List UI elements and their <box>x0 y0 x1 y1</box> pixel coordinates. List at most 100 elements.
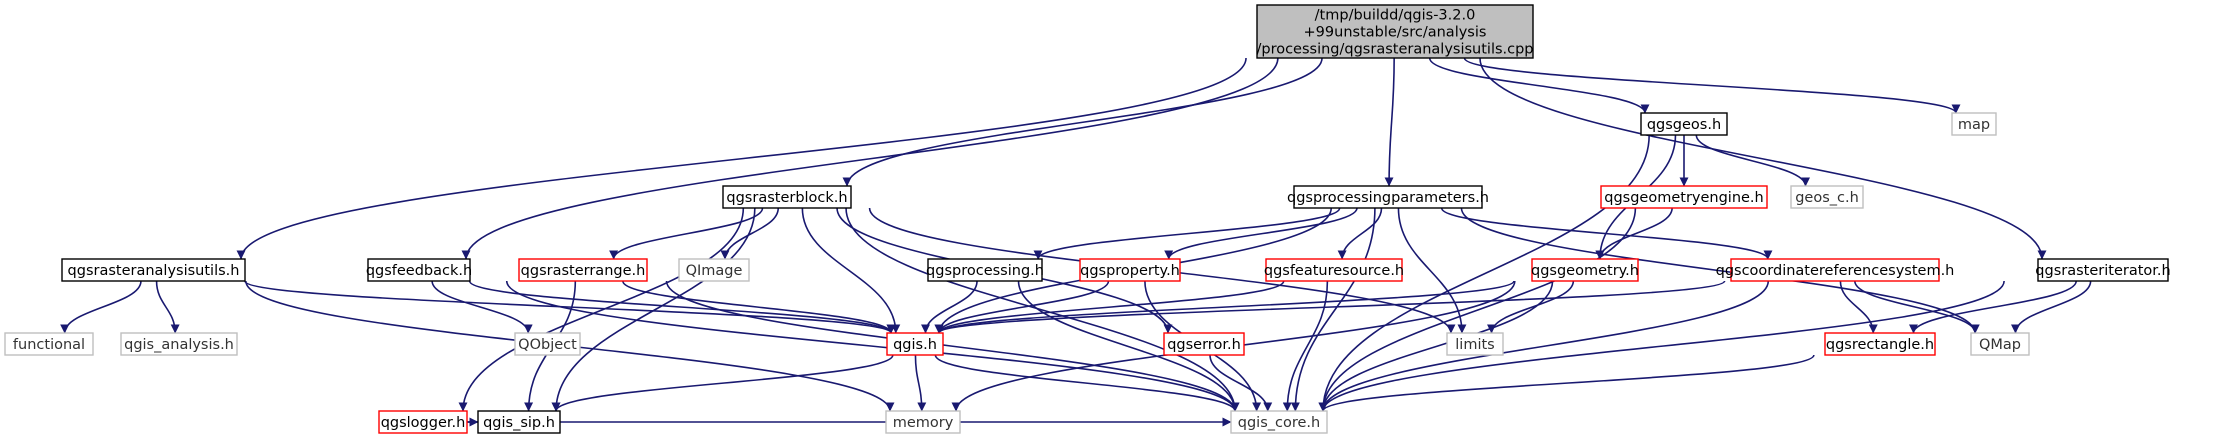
edge-qgsfeedback-h-to-qgis-core-h <box>505 280 1240 412</box>
node-box <box>1293 185 1483 209</box>
node-root[interactable]: /tmp/buildd/qgis-3.2.0+99unstable/src/an… <box>1256 4 1534 59</box>
edge-qgsrasterblock-h-to-qgis-sip-h <box>551 207 756 412</box>
node-box <box>378 410 468 434</box>
node-label: /processing/qgsrasteranalysisutils.cpp <box>1256 42 1533 58</box>
node-label: qgsprocessingparameters.h <box>1287 190 1489 206</box>
edge-root-to-qgsrasteranalysisutils-h <box>236 57 1247 260</box>
edge-qgsfeaturesource-h-to-qgis-core-h <box>1282 280 1329 412</box>
node-box <box>1256 4 1534 59</box>
node-box <box>1265 258 1403 282</box>
node-label: qgis_analysis.h <box>124 337 234 353</box>
node-qgsrasterblock-h[interactable]: qgsrasterblock.h <box>722 185 852 209</box>
node-label: memory <box>893 415 954 431</box>
node-box <box>367 258 471 282</box>
node-qgis-h[interactable]: qgis.h <box>886 332 944 356</box>
edge-qgscoordinatereferencesystem-h-to-qgsrectangle-h <box>1839 280 1878 334</box>
node-qgsgeometry-h[interactable]: qgsgeometry.h <box>1531 258 1639 282</box>
edge-qgsprocessingparameters-h-to-limits <box>1397 207 1467 334</box>
edge-qgsgeos-h-to-geos-c-h <box>1695 134 1811 187</box>
node-box <box>1951 112 1997 136</box>
node-label: qgsfeaturesource.h <box>1264 263 1404 279</box>
node-label: QImage <box>686 263 743 279</box>
edge-qgsrasteriterator-h-to-qmap <box>2010 280 2092 334</box>
node-qgscoordinatereferencesystem-h[interactable]: qgscoordinatereferencesystem.h <box>1716 258 1955 282</box>
node-label: qgserror.h <box>1167 337 1241 353</box>
edge-qgsrasteriterator-h-to-qgis-core-h <box>1318 280 2005 412</box>
node-box <box>678 258 750 282</box>
node-label: qgis_core.h <box>1238 415 1320 431</box>
node-box <box>477 410 561 434</box>
node-label: functional <box>13 337 85 353</box>
edge-qgscoordinatereferencesystem-h-to-qgis-h <box>934 280 1726 334</box>
node-label: qgscoordinatereferencesystem.h <box>1716 263 1955 279</box>
nodes-layer: /tmp/buildd/qgis-3.2.0+99unstable/src/an… <box>4 4 2171 434</box>
node-box <box>61 258 246 282</box>
node-label: QMap <box>1979 337 2021 353</box>
node-box <box>886 332 944 356</box>
edge-qgserror-h-to-qgis-core-h <box>1209 354 1273 412</box>
node-geos-c-h: geos_c.h <box>1790 185 1864 209</box>
edge-qgsrasterblock-h-to-qimage <box>720 207 780 260</box>
node-qgsgeometryengine-h[interactable]: qgsgeometryengine.h <box>1600 185 1768 209</box>
node-label: qgsgeometry.h <box>1531 263 1639 279</box>
edge-qgsfeedback-h-to-qobject <box>431 280 533 334</box>
edge-qgsprocessing-h-to-qgis-core-h <box>1017 280 1240 412</box>
node-qgsrectangle-h[interactable]: qgsrectangle.h <box>1824 332 1936 356</box>
node-box <box>927 258 1043 282</box>
node-qgsprocessingparameters-h[interactable]: qgsprocessingparameters.h <box>1287 185 1489 209</box>
node-label: qgsrasteranalysisutils.h <box>68 263 240 279</box>
node-qgis-sip-h[interactable]: qgis_sip.h <box>477 410 561 434</box>
node-box <box>1790 185 1864 209</box>
edge-qgis-h-to-qgis-core-h <box>934 354 1240 412</box>
node-qmap: QMap <box>1970 332 2030 356</box>
edge-qgsrasteranalysisutils-h-to-functional <box>60 280 142 334</box>
edge-qgsgeometry-h-to-qgis-h <box>934 280 1515 334</box>
node-qgslogger-h[interactable]: qgslogger.h <box>378 410 468 434</box>
node-box <box>1531 258 1639 282</box>
node-qgserror-h[interactable]: qgserror.h <box>1163 332 1245 356</box>
node-qgsprocessing-h[interactable]: qgsprocessing.h <box>926 258 1044 282</box>
node-box <box>1079 258 1181 282</box>
edge-qgsprocessingparameters-h-to-qmap <box>1460 207 1980 334</box>
node-label: qgsrasterrange.h <box>521 263 646 279</box>
node-functional: functional <box>4 332 94 356</box>
edge-qgsgeometryengine-h-to-qgis-core-h <box>1318 207 1637 412</box>
edge-root-to-qgsrasterblock-h <box>842 57 1323 187</box>
edge-qgsrasterrange-h-to-qgis-core-h <box>665 280 1240 412</box>
edge-qgsrasteranalysisutils-h-to-qgis-h <box>244 280 896 334</box>
edge-qgscoordinatereferencesystem-h-to-qgis-core-h <box>1318 280 1770 412</box>
edge-qgsrasterrange-h-to-qgis-h <box>622 280 896 334</box>
node-qgis-analysis-h: qgis_analysis.h <box>120 332 238 356</box>
edge-root-to-map <box>1463 57 1961 114</box>
node-qgsgeos-h[interactable]: qgsgeos.h <box>1640 112 1728 136</box>
edge-qgsproperty-h-to-qgis-h <box>934 280 1110 334</box>
node-label: limits <box>1455 337 1494 353</box>
node-label: qgsfeedback.h <box>366 263 472 279</box>
node-box <box>1970 332 2030 356</box>
node-qgsrasterrange-h[interactable]: qgsrasterrange.h <box>518 258 648 282</box>
node-qgsfeedback-h[interactable]: qgsfeedback.h <box>366 258 472 282</box>
edge-qgsprocessingparameters-h-to-qgsprocessing-h <box>1033 207 1341 260</box>
node-label: qgsprocessing.h <box>926 263 1044 279</box>
node-box <box>4 332 94 356</box>
edge-root-to-qgsfeedback-h <box>461 57 1279 260</box>
edges-layer <box>60 57 2092 427</box>
edge-qgis-h-to-memory <box>914 354 927 412</box>
edge-qgsrasterblock-h-to-qgslogger-h <box>458 207 745 412</box>
node-qimage: QImage <box>678 258 750 282</box>
node-qgsproperty-h[interactable]: qgsproperty.h <box>1079 258 1181 282</box>
edge-qgsfeedback-h-to-qgis-h <box>468 280 896 334</box>
edge-qgsfeaturesource-h-to-qgis-h <box>934 280 1285 334</box>
edge-qgsprocessingparameters-h-to-qgscoordinatereferencesystem-h <box>1440 207 1773 260</box>
node-label: +99unstable/src/analysis <box>1304 25 1487 41</box>
node-box <box>1230 410 1328 434</box>
node-qgsfeaturesource-h[interactable]: qgsfeaturesource.h <box>1264 258 1404 282</box>
node-box <box>1824 332 1936 356</box>
node-qgis-core-h: qgis_core.h <box>1230 410 1328 434</box>
edge-root-to-qgsrasteriterator-h <box>1479 57 2047 260</box>
edge-qgsprocessingparameters-h-to-qgis-core-h <box>1290 207 1376 412</box>
edge-qgsgeometry-h-to-qgis-core-h <box>1318 280 1554 412</box>
node-qgsrasteranalysisutils-h[interactable]: qgsrasteranalysisutils.h <box>61 258 246 282</box>
node-qgsrasteriterator-h[interactable]: qgsrasteriterator.h <box>2035 258 2171 282</box>
edge-qgsgeometry-h-to-limits <box>1487 280 1575 334</box>
